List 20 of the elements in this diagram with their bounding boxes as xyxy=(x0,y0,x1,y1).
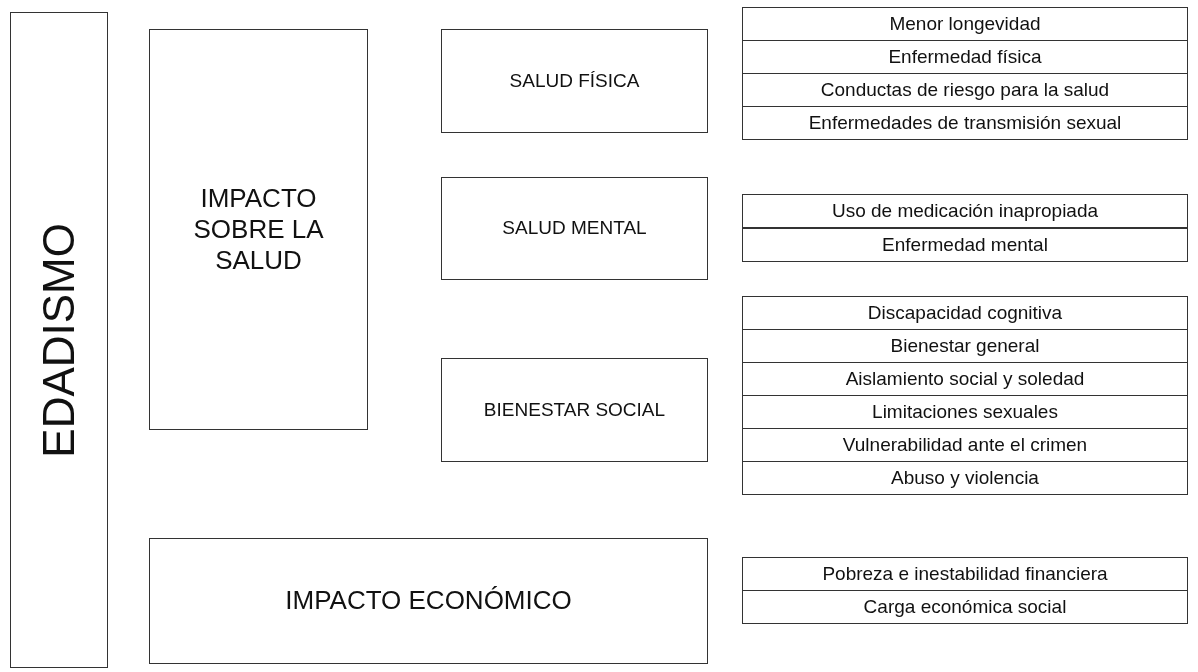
item-box: Enfermedades de transmisión sexual xyxy=(742,106,1188,140)
item-box: Vulnerabilidad ante el crimen xyxy=(742,428,1188,462)
category-box: SALUD MENTAL xyxy=(441,177,708,280)
item-box: Enfermedad física xyxy=(742,40,1188,74)
category-box: SALUD FÍSICA xyxy=(441,29,708,133)
item-box: Discapacidad cognitiva xyxy=(742,296,1188,330)
item-box: Pobreza e inestabilidad financiera xyxy=(742,557,1188,591)
title-bar: EDADISMO xyxy=(10,12,108,668)
item-box: Aislamiento social y soledad xyxy=(742,362,1188,396)
item-box: Limitaciones sexuales xyxy=(742,395,1188,429)
category-box: IMPACTO ECONÓMICO xyxy=(149,538,708,664)
category-box: BIENESTAR SOCIAL xyxy=(441,358,708,462)
item-box: Conductas de riesgo para la salud xyxy=(742,73,1188,107)
category-box: IMPACTO SOBRE LA SALUD xyxy=(149,29,368,430)
item-box: Enfermedad mental xyxy=(742,228,1188,262)
item-box: Menor longevidad xyxy=(742,7,1188,41)
item-box: Abuso y violencia xyxy=(742,461,1188,495)
item-box: Carga económica social xyxy=(742,590,1188,624)
item-box: Uso de medicación inapropiada xyxy=(742,194,1188,228)
item-box: Bienestar general xyxy=(742,329,1188,363)
